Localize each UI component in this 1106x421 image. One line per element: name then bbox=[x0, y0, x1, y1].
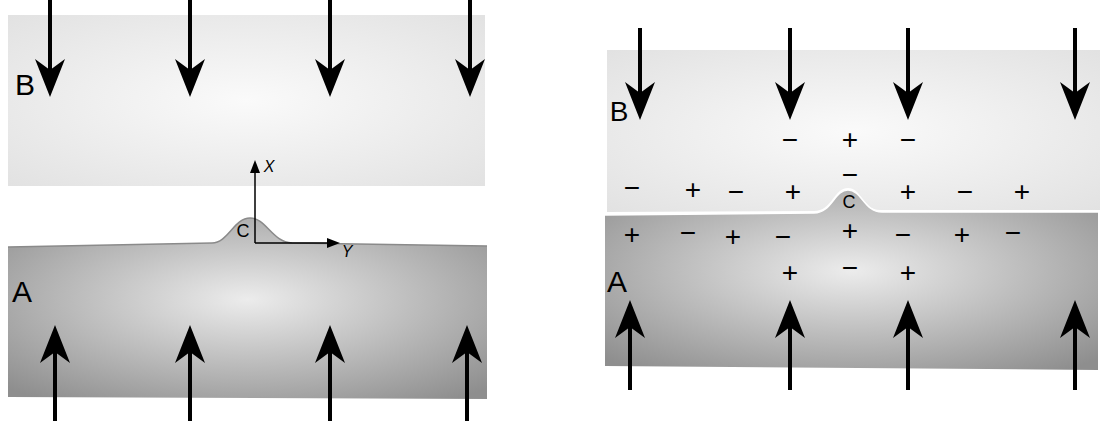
block-shape bbox=[8, 214, 488, 401]
charge-sign: + bbox=[785, 178, 801, 206]
axis-label: X bbox=[264, 159, 275, 175]
axis-head bbox=[327, 238, 340, 248]
charge-sign: − bbox=[842, 161, 858, 189]
axis-label: Y bbox=[342, 244, 353, 260]
charge-sign: + bbox=[900, 178, 916, 206]
block-letter: B bbox=[610, 98, 629, 126]
charge-sign: + bbox=[842, 126, 858, 154]
arrow-shaft bbox=[640, 28, 1075, 95]
charge-sign: − bbox=[775, 223, 791, 251]
block-fill bbox=[605, 190, 1098, 370]
contact-label: C bbox=[237, 222, 250, 240]
charge-sign: + bbox=[782, 259, 798, 287]
axis-head bbox=[250, 160, 260, 173]
arrow-head bbox=[625, 82, 1090, 120]
block-fill bbox=[8, 218, 487, 399]
charge-sign: + bbox=[954, 221, 970, 249]
coordinate-axes bbox=[250, 160, 340, 248]
block-letter: A bbox=[12, 277, 32, 307]
block-shape bbox=[8, 15, 485, 186]
charge-sign: − bbox=[728, 178, 744, 206]
contact-label: C bbox=[843, 193, 856, 211]
arrow-shaft bbox=[630, 325, 1075, 390]
charge-sign: + bbox=[1014, 178, 1030, 206]
block-fill bbox=[8, 15, 485, 186]
charge-sign: − bbox=[957, 178, 973, 206]
arrow-head bbox=[40, 325, 482, 363]
charge-sign: − bbox=[1005, 219, 1021, 247]
axis-line bbox=[255, 171, 329, 243]
block-b: B bbox=[8, 15, 485, 186]
charge-sign: + bbox=[685, 176, 701, 204]
block-letter: B bbox=[15, 70, 35, 100]
charge-sign: − bbox=[680, 219, 696, 247]
arrow-shafts bbox=[50, 0, 1075, 421]
charge-sign: + bbox=[842, 217, 858, 245]
charge-sign: − bbox=[895, 221, 911, 249]
block-fill bbox=[607, 50, 1100, 212]
charge-sign: − bbox=[624, 174, 640, 202]
arrow-shaft bbox=[55, 350, 467, 421]
block-surface bbox=[8, 218, 487, 247]
charge-sign: − bbox=[900, 126, 916, 154]
block-letter: A bbox=[607, 267, 627, 297]
charge-sign: + bbox=[900, 259, 916, 287]
charge-sign: + bbox=[624, 221, 640, 249]
block-a: A bbox=[8, 214, 488, 401]
arrow-head bbox=[35, 59, 485, 97]
arrow-heads bbox=[35, 59, 1090, 363]
charge-sign: − bbox=[842, 254, 858, 282]
charge-sign: − bbox=[782, 126, 798, 154]
arrow-shaft bbox=[50, 0, 470, 72]
charge-sign: + bbox=[725, 223, 741, 251]
arrow-head bbox=[615, 300, 1090, 338]
